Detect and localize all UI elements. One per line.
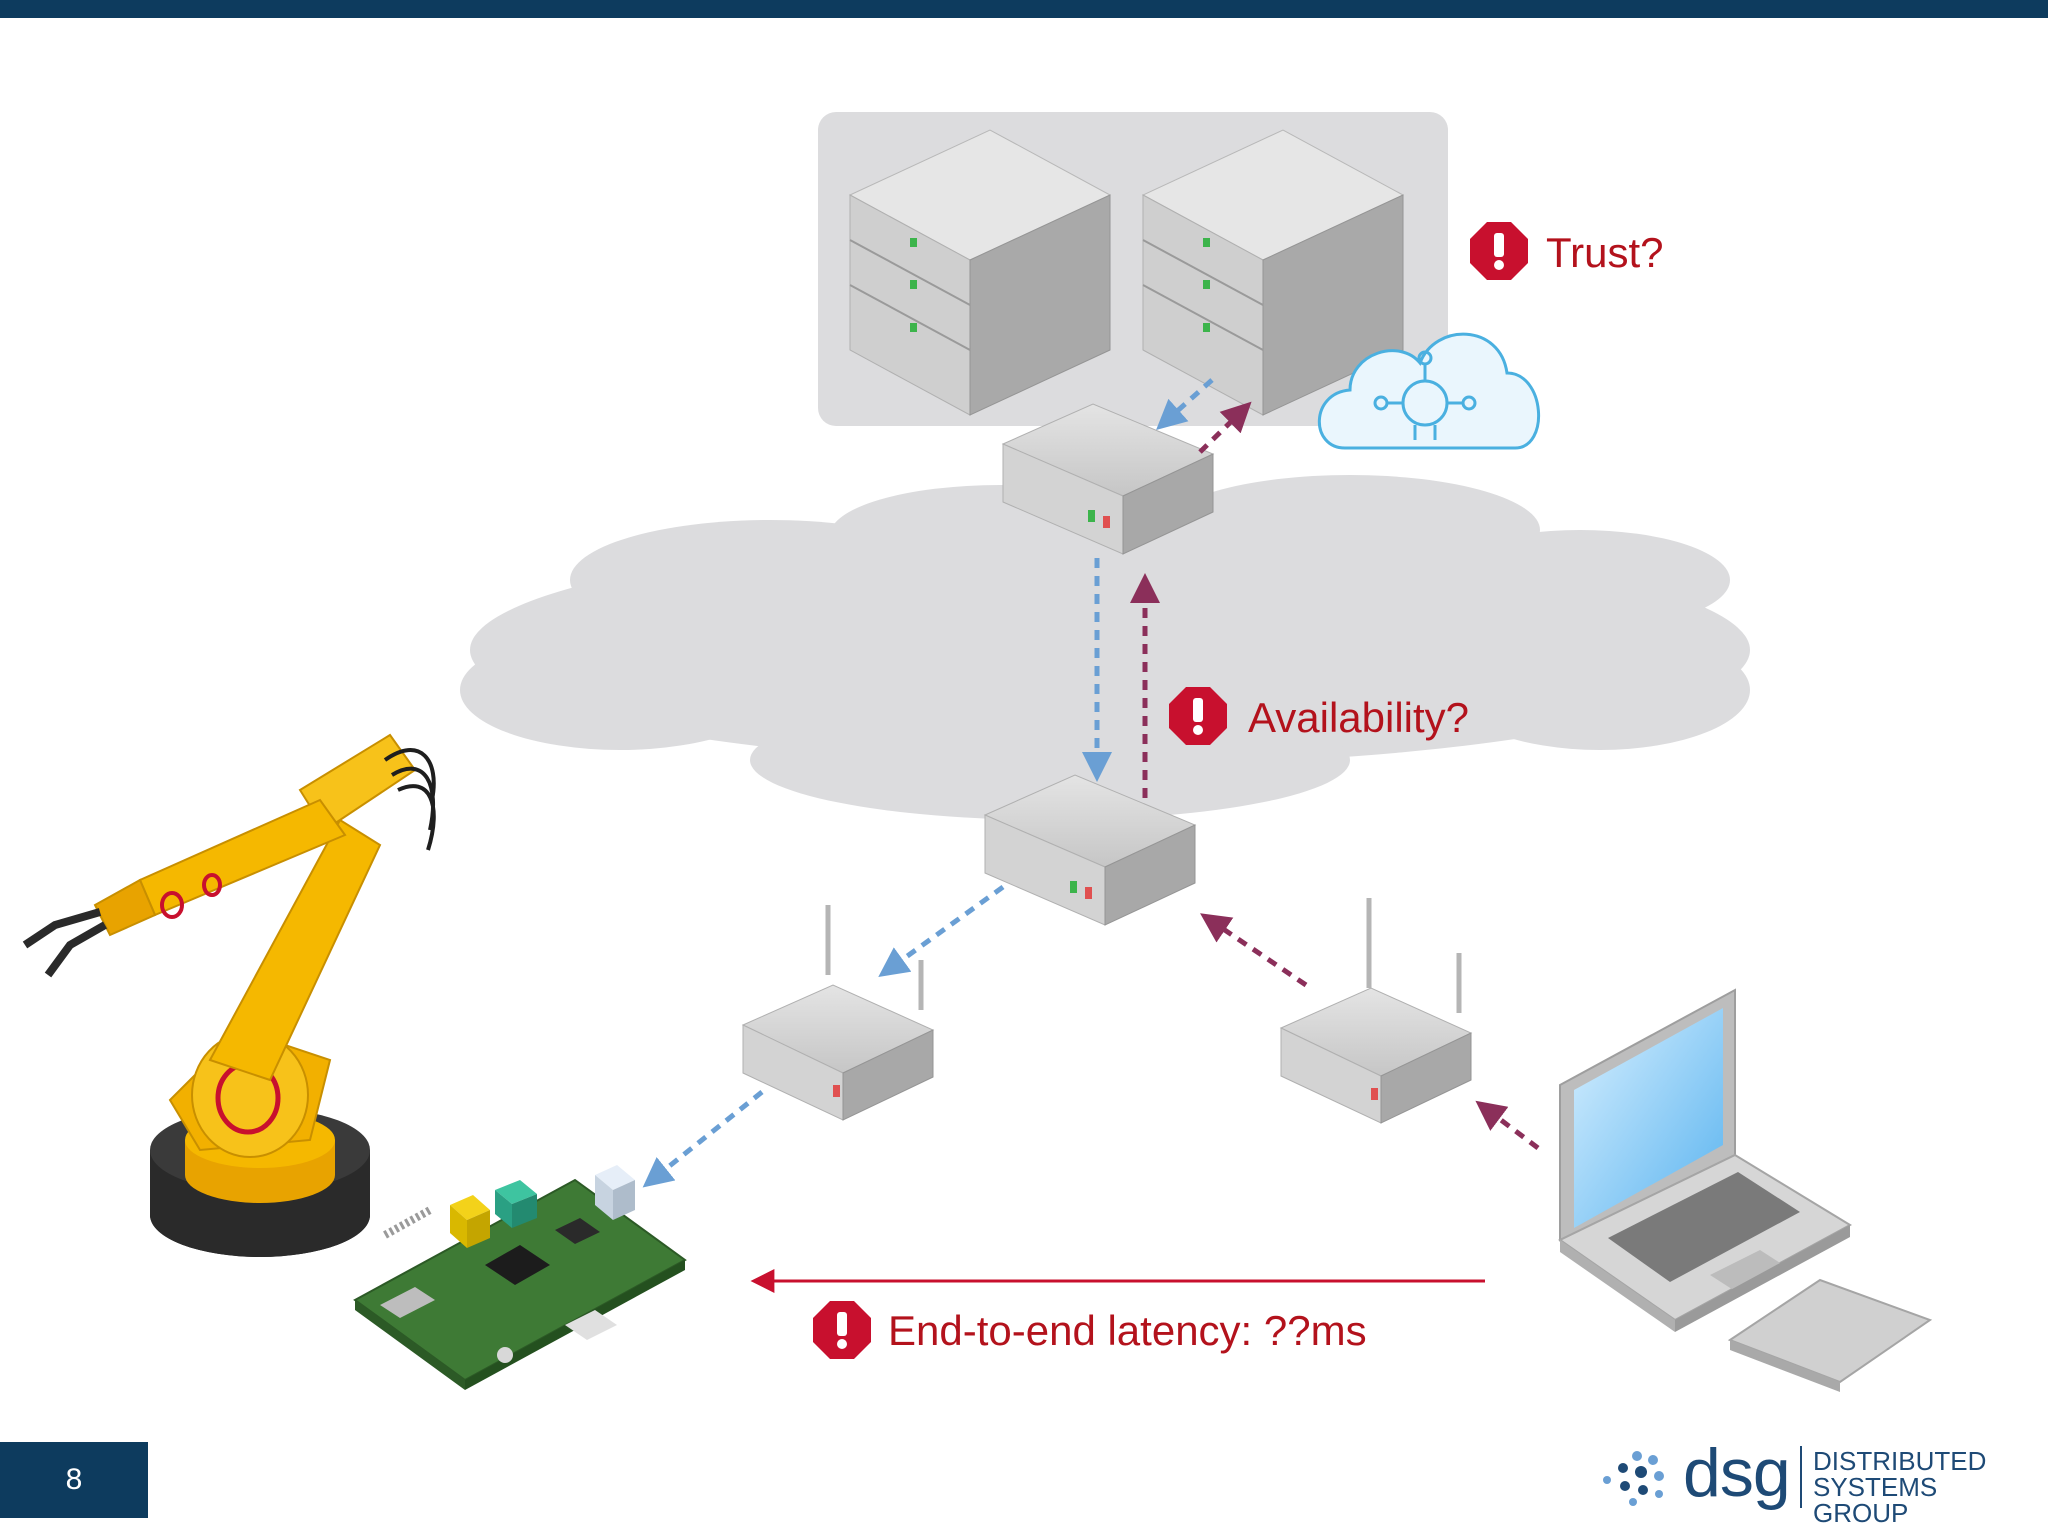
availability-label: Availability? [1248, 694, 1469, 741]
latency-label: End-to-end latency: ??ms [888, 1307, 1367, 1354]
trust-label: Trust? [1546, 229, 1663, 276]
uplink-arrow [1475, 1100, 1540, 1150]
page-number: 8 [0, 1442, 148, 1518]
edge-cloud-icon [1317, 332, 1541, 450]
robot-arm-icon [22, 733, 436, 1257]
network-cloud [460, 475, 1750, 820]
dsg-logo: dsg DISTRIBUTED SYSTEMS GROUP [1595, 1435, 2015, 1526]
logo-line-1: DISTRIBUTED [1813, 1446, 1987, 1476]
logo-wordmark: dsg [1683, 1435, 1791, 1511]
warning-icon [813, 1301, 871, 1359]
laptop-icon [1558, 988, 1933, 1392]
logo-line-2: SYSTEMS GROUP [1813, 1472, 1938, 1528]
network-switch-icon [1001, 403, 1215, 555]
router-icon [1279, 898, 1473, 1124]
downlink-arrow [878, 884, 1005, 978]
circuit-board-icon [353, 1165, 687, 1390]
header-bar [0, 0, 2048, 18]
dsg-logo-mark [1603, 1451, 1664, 1506]
logo-divider [1800, 1446, 1802, 1508]
server-rack-icon [848, 129, 1112, 416]
router-icon [741, 905, 935, 1121]
warning-icon [1470, 222, 1528, 280]
network-switch-icon [983, 774, 1197, 926]
downlink-arrow [642, 1090, 764, 1188]
logo-text: DISTRIBUTED SYSTEMS GROUP [1813, 1448, 2015, 1526]
warning-icon [1169, 687, 1227, 745]
uplink-arrow [1200, 913, 1308, 988]
